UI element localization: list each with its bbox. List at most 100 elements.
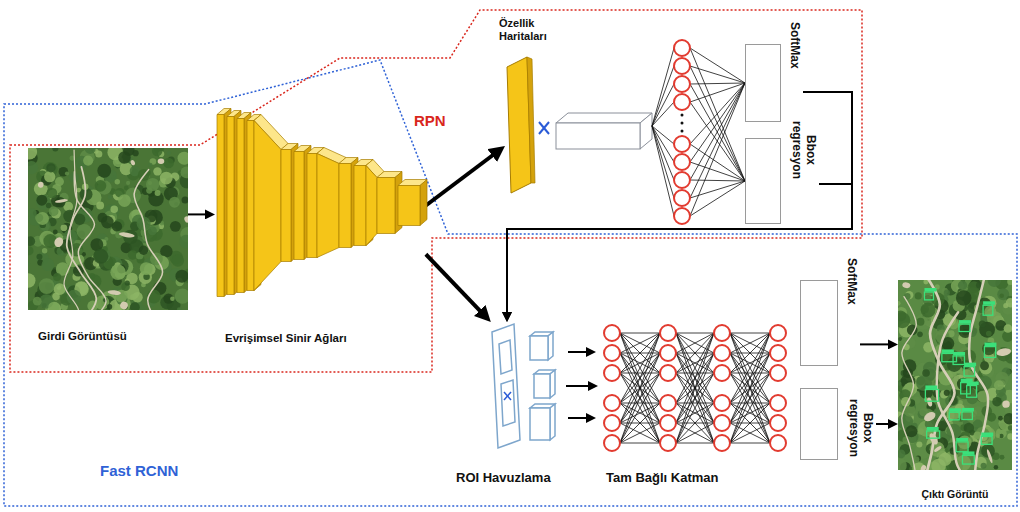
- detection-tag: [962, 451, 974, 455]
- vegetation: [140, 262, 153, 275]
- network-link: [690, 83, 745, 216]
- network-link: [652, 84, 674, 126]
- vegetation: [101, 216, 114, 229]
- network-link: [730, 403, 770, 423]
- vegetation: [115, 179, 120, 184]
- layer-front: [237, 119, 244, 293]
- vegetation: [59, 167, 69, 177]
- vegetation: [170, 221, 181, 232]
- fully-connected: Tam Bağlı Katman: [598, 322, 794, 456]
- vegetation: [999, 455, 1004, 460]
- network-link: [730, 333, 770, 443]
- detection-tag: [983, 301, 995, 305]
- vegetation: [918, 428, 924, 434]
- network-link: [652, 102, 674, 126]
- detection-frame: [927, 431, 940, 438]
- rpn-region: [10, 10, 862, 372]
- network-link: [730, 373, 770, 374]
- pooled-cube: [530, 336, 548, 360]
- network-link: [676, 443, 714, 444]
- vegetation: [97, 164, 111, 178]
- detection-tag: [925, 385, 937, 389]
- bbox-box: Bbox regresyon: [800, 388, 876, 468]
- network-link: [730, 403, 770, 404]
- network-link: [676, 333, 714, 443]
- neuron: [674, 172, 690, 188]
- vegetation: [61, 224, 68, 231]
- roi-drawing: [492, 324, 555, 448]
- vegetation: [48, 302, 59, 310]
- cross-symbol: [539, 122, 549, 134]
- neuron: [714, 345, 730, 361]
- detection-tag: [927, 427, 939, 431]
- detection-tag: [964, 363, 976, 367]
- landslide-patch: [119, 300, 129, 310]
- neuron: [770, 435, 786, 451]
- softmax-box: SoftMax: [800, 258, 860, 366]
- vegetation: [153, 167, 161, 175]
- network-link: [676, 333, 714, 403]
- neuron: [770, 325, 786, 341]
- vegetation: [163, 158, 174, 169]
- network-link: [690, 181, 745, 216]
- landslide-patch: [183, 215, 188, 223]
- network-link: [730, 373, 770, 443]
- neuron: [674, 208, 690, 224]
- neuron: [604, 435, 620, 451]
- vegetation: [85, 148, 96, 154]
- detection-box: [983, 301, 995, 315]
- vegetation: [53, 273, 61, 281]
- vegetation: [118, 151, 131, 164]
- road: [134, 170, 173, 310]
- network-link: [620, 423, 660, 443]
- output-box: [800, 388, 838, 460]
- network-link: [620, 333, 660, 443]
- vegetation: [1003, 413, 1012, 424]
- network-link: [730, 403, 770, 443]
- detection-frame: [953, 356, 964, 365]
- pooling-arrow: [568, 417, 590, 419]
- network-link: [652, 66, 674, 126]
- vegetation: [118, 194, 131, 207]
- vegetation: [39, 278, 55, 294]
- vegetation: [107, 304, 112, 309]
- vegetation: [110, 264, 125, 279]
- neuron: [674, 154, 690, 170]
- neuron: [770, 395, 786, 411]
- side-label: SoftMax: [787, 22, 801, 69]
- vegetation: [28, 148, 37, 160]
- caption: Girdi Görüntüsü: [38, 330, 127, 344]
- detection-box: [924, 288, 936, 300]
- vegetation: [83, 156, 93, 166]
- neuron: [604, 365, 620, 381]
- vegetation: [49, 206, 59, 216]
- vegetation: [170, 296, 175, 301]
- network-link: [676, 333, 714, 443]
- vegetation: [182, 196, 188, 203]
- detection-tag: [959, 320, 971, 324]
- vegetation: [41, 258, 54, 271]
- feature-map: Özellik Haritaları: [505, 55, 535, 195]
- detection-frame: [981, 437, 992, 445]
- network-link: [676, 373, 714, 374]
- input-image: Girdi Görüntüsü: [28, 148, 188, 310]
- satellite-image: [898, 280, 1012, 470]
- detection-box: [962, 408, 974, 420]
- detection-frame: [959, 324, 970, 331]
- vegetation: [984, 306, 996, 318]
- neuron: [674, 94, 690, 110]
- vegetation: [922, 369, 930, 377]
- output-box: [745, 44, 781, 122]
- vegetation: [898, 382, 902, 386]
- network-link: [690, 84, 745, 181]
- detection-frame: [984, 347, 995, 358]
- vegetation: [1003, 303, 1008, 308]
- vegetation: [181, 166, 188, 178]
- detection-tag: [924, 288, 936, 292]
- landslide-patch: [922, 410, 937, 423]
- vegetation: [130, 302, 140, 310]
- output-box: [745, 138, 781, 224]
- network-link: [652, 48, 674, 126]
- landslide-patch: [55, 198, 68, 203]
